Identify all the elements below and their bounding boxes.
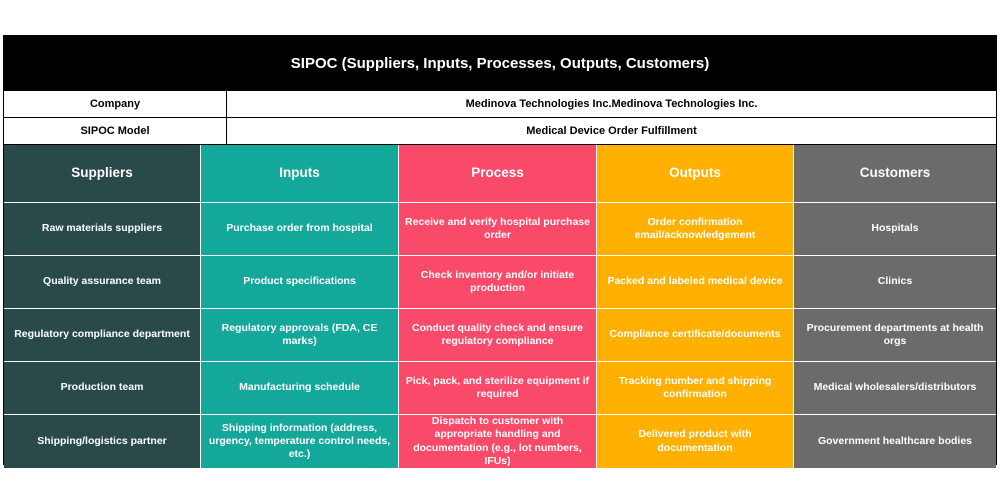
table-title: SIPOC (Suppliers, Inputs, Processes, Out… bbox=[4, 36, 996, 90]
customer-cell: Procurement departments at health orgs bbox=[794, 309, 996, 362]
supplier-cell: Raw materials suppliers bbox=[4, 203, 201, 256]
company-label: Company bbox=[4, 91, 227, 117]
input-cell: Product specifications bbox=[201, 256, 399, 309]
supplier-cell: Production team bbox=[4, 362, 201, 415]
sipoc-model-label: SIPOC Model bbox=[4, 118, 227, 144]
header-suppliers: Suppliers bbox=[4, 145, 201, 203]
header-outputs: Outputs bbox=[597, 145, 794, 203]
process-cell: Dispatch to customer with appropriate ha… bbox=[399, 415, 597, 468]
output-cell: Tracking number and shipping confirmatio… bbox=[597, 362, 794, 415]
supplier-cell: Shipping/logistics partner bbox=[4, 415, 201, 468]
input-cell: Shipping information (address, urgency, … bbox=[201, 415, 399, 468]
output-cell: Packed and labeled medical device bbox=[597, 256, 794, 309]
customer-cell: Medical wholesalers/distributors bbox=[794, 362, 996, 415]
sipoc-model-row: SIPOC Model Medical Device Order Fulfill… bbox=[4, 117, 996, 144]
output-cell: Order confirmation email/acknowledgement bbox=[597, 203, 794, 256]
sipoc-table: SIPOC (Suppliers, Inputs, Processes, Out… bbox=[3, 35, 997, 468]
supplier-cell: Quality assurance team bbox=[4, 256, 201, 309]
header-customers: Customers bbox=[794, 145, 996, 203]
header-process: Process bbox=[399, 145, 597, 203]
output-cell: Compliance certificate/documents bbox=[597, 309, 794, 362]
input-cell: Regulatory approvals (FDA, CE marks) bbox=[201, 309, 399, 362]
header-inputs: Inputs bbox=[201, 145, 399, 203]
supplier-cell: Regulatory compliance department bbox=[4, 309, 201, 362]
sipoc-model-value: Medical Device Order Fulfillment bbox=[526, 125, 697, 137]
input-cell: Purchase order from hospital bbox=[201, 203, 399, 256]
customer-cell: Government healthcare bodies bbox=[794, 415, 996, 468]
customer-cell: Hospitals bbox=[794, 203, 996, 256]
process-cell: Conduct quality check and ensure regulat… bbox=[399, 309, 597, 362]
sipoc-grid: Suppliers Inputs Process Outputs Custome… bbox=[4, 144, 996, 468]
customer-cell: Clinics bbox=[794, 256, 996, 309]
process-cell: Pick, pack, and sterilize equipment if r… bbox=[399, 362, 597, 415]
company-value: Medinova Technologies Inc.Medinova Techn… bbox=[465, 98, 758, 110]
input-cell: Manufacturing schedule bbox=[201, 362, 399, 415]
company-row: Company Medinova Technologies Inc.Medino… bbox=[4, 90, 996, 117]
output-cell: Delivered product with documentation bbox=[597, 415, 794, 468]
process-cell: Check inventory and/or initiate producti… bbox=[399, 256, 597, 309]
process-cell: Receive and verify hospital purchase ord… bbox=[399, 203, 597, 256]
